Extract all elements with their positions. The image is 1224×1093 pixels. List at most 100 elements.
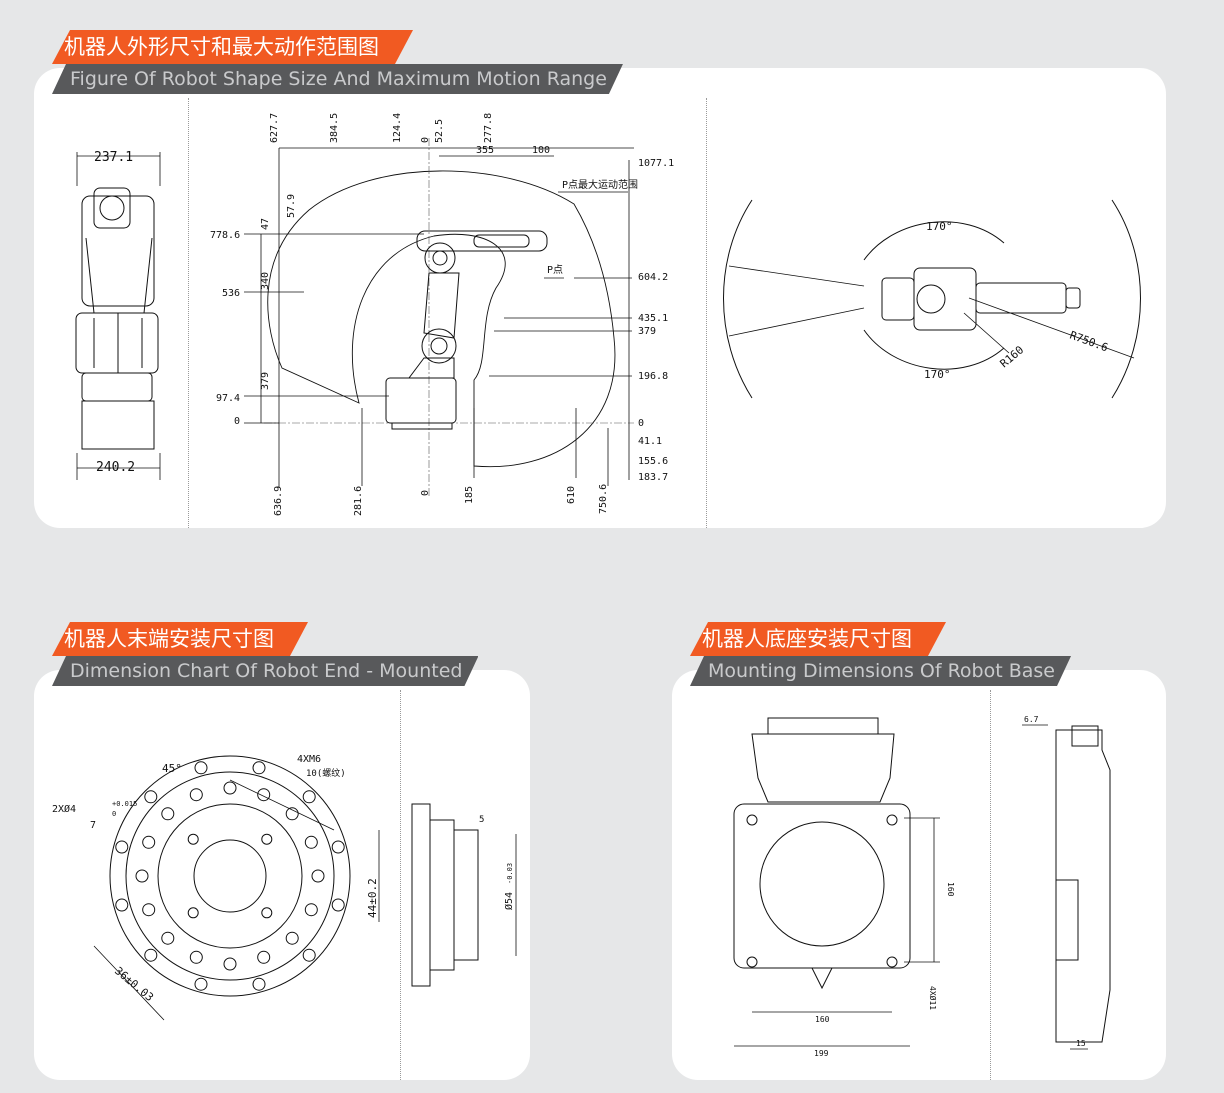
bolt-hole	[223, 957, 237, 971]
dim-160-vertical: 160	[946, 882, 955, 897]
bolt-hole	[302, 790, 316, 804]
bolt-hole	[285, 931, 299, 945]
radius-inner: R160	[998, 343, 1027, 370]
vertical-dim-labels: 47 57.9 340 379	[260, 194, 297, 390]
left-dim-labels: 778.6 536 97.4 0	[210, 230, 240, 427]
angle-45: 45°	[162, 762, 182, 775]
shape-title-cn: 机器人外形尺寸和最大动作范围图	[52, 30, 413, 64]
top-view-drawing: 170° 170° R750.6 R160	[723, 199, 1141, 399]
base-title-en: Mounting Dimensions Of Robot Base	[690, 656, 1071, 686]
dia-54: Ø54	[503, 892, 515, 910]
dim-36: 36±0.03	[112, 964, 156, 1004]
dim-6-7: 6.7	[1024, 715, 1039, 724]
separator	[400, 690, 401, 1080]
angle-bottom: 170°	[924, 368, 951, 381]
dim-636-9: 636.9	[273, 486, 284, 516]
bolt-hole	[304, 835, 318, 849]
bolt-hole	[252, 761, 266, 775]
dim-627-7: 627.7	[269, 113, 280, 143]
bolt-hole	[189, 950, 203, 964]
dim-155-6: 155.6	[638, 456, 668, 467]
dim-57-9: 57.9	[286, 194, 297, 218]
dim-47: 47	[260, 218, 271, 230]
right-dim-labels: 1077.1 604.2 435.1 379 196.8 0 41.1 155.…	[638, 158, 674, 483]
dia-54-tol: -0.03	[506, 863, 514, 884]
base-card: 160 4XØ11 160 199 6.7 15	[672, 670, 1166, 1080]
dim-183-7: 183.7	[638, 472, 668, 483]
side-view-drawing: 355 100 627.7 384.5 124.4 0 52.5 277.8 P…	[210, 113, 674, 516]
bolt-hole	[285, 807, 299, 821]
bolt-hole	[257, 788, 271, 802]
end-title-cn: 机器人末端安装尺寸图	[52, 622, 308, 656]
bolt-hole	[144, 948, 158, 962]
p-point-label: P点	[547, 264, 563, 276]
dim-604-2: 604.2	[638, 272, 668, 283]
dim-0-top: 0	[420, 137, 431, 143]
dim-355: 355	[476, 145, 494, 156]
dim-160-horizontal: 160	[815, 1015, 830, 1024]
dim-0-b: 0	[420, 490, 431, 496]
pin-depth: 7	[90, 820, 96, 831]
bolt-hole	[261, 833, 273, 845]
dim-1077-1: 1077.1	[638, 158, 674, 169]
dim-124-4: 124.4	[392, 113, 403, 143]
bottom-dim-labels: 636.9 281.6 0 185 610 750.6	[273, 484, 609, 516]
bolt-hole	[261, 907, 273, 919]
bolt-hole	[257, 950, 271, 964]
bolt-hole	[194, 977, 208, 991]
side-dim-5: 5	[479, 815, 484, 825]
dim-277-8: 277.8	[483, 113, 494, 143]
top-dim-labels: 627.7 384.5 124.4 0 52.5 277.8	[269, 113, 494, 143]
bolt-hole	[187, 907, 199, 919]
bolt-hole	[331, 840, 345, 854]
pin-tol-upper: +0.015	[112, 800, 137, 808]
dim-0-l: 0	[234, 416, 240, 427]
bolt-hole	[194, 761, 208, 775]
shape-card: 237.1 240.2 355 100 627.7 384.5 124.4 0 …	[34, 68, 1166, 528]
bolt-hole	[252, 977, 266, 991]
separator	[188, 98, 189, 528]
dim-front-top: 237.1	[94, 150, 133, 165]
pin-tol-lower: 0	[112, 810, 116, 818]
separator	[990, 690, 991, 1080]
bolt-hole	[115, 840, 129, 854]
dim-100: 100	[532, 145, 550, 156]
end-title-en: Dimension Chart Of Robot End - Mounted	[52, 656, 478, 686]
thread-spec: 4XM6	[297, 754, 321, 765]
end-card: 45° 4XM6 10(螺纹) 2XØ4 +0.015 0 7 44±0.2 3…	[34, 670, 530, 1080]
bolt-hole	[304, 903, 318, 917]
bolt-holes	[115, 761, 345, 991]
dim-41-1: 41.1	[638, 436, 662, 447]
dim-384-5: 384.5	[329, 113, 340, 143]
bolt-hole	[115, 898, 129, 912]
dim-610: 610	[566, 486, 577, 504]
dim-0-r: 0	[638, 418, 644, 429]
bolt-hole	[142, 835, 156, 849]
pin-hole: 2XØ4	[52, 803, 76, 815]
dim-379-r: 379	[638, 326, 656, 337]
dim-97-4: 97.4	[216, 393, 240, 404]
separator	[706, 98, 707, 528]
dim-435-1: 435.1	[638, 313, 668, 324]
dim-778-6: 778.6	[210, 230, 240, 241]
bolt-hole	[161, 931, 175, 945]
dim-185: 185	[464, 486, 475, 504]
front-view-drawing: 237.1 240.2	[75, 150, 161, 480]
dim-340: 340	[260, 272, 271, 290]
angle-top: 170°	[926, 220, 953, 233]
bolt-hole	[311, 869, 325, 883]
dim-44: 44±0.2	[366, 878, 379, 918]
hole-spec: 4XØ11	[928, 986, 938, 1010]
radius-outer: R750.6	[1068, 329, 1110, 355]
dim-196-8: 196.8	[638, 371, 668, 382]
base-title-cn: 机器人底座安装尺寸图	[690, 622, 946, 656]
bolt-hole	[135, 869, 149, 883]
thread-depth: 10(螺纹)	[306, 767, 346, 779]
dim-199: 199	[814, 1049, 829, 1058]
bolt-hole	[161, 807, 175, 821]
dim-front-bottom: 240.2	[96, 460, 135, 475]
dim-379-l: 379	[260, 372, 271, 390]
bolt-hole	[223, 781, 237, 795]
dim-536: 536	[222, 288, 240, 299]
bolt-hole	[187, 833, 199, 845]
